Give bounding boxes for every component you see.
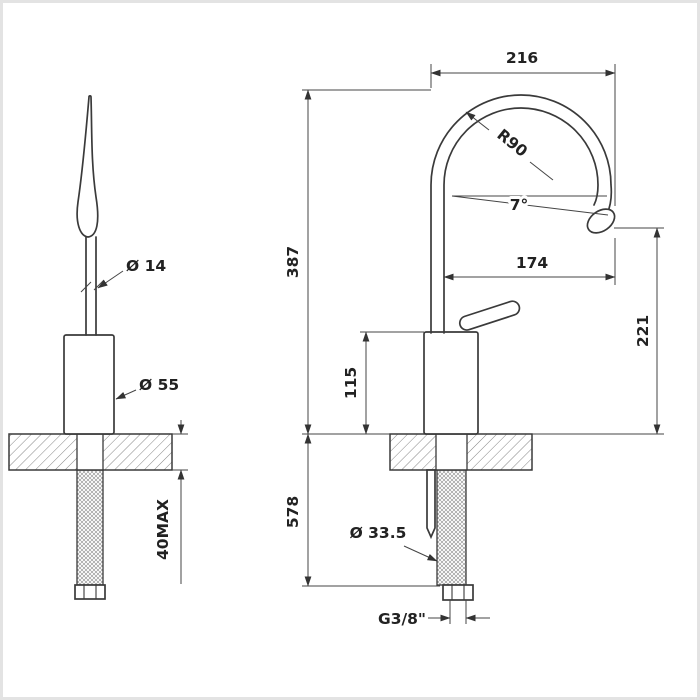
- thread-extension-lines: [449, 600, 467, 624]
- height-extension-lines: [302, 89, 431, 435]
- shank-left: [76, 433, 104, 471]
- supply-hose-left: [76, 469, 104, 586]
- connection-rod: [426, 469, 436, 540]
- lever-front: [76, 95, 99, 238]
- spout-outlet-tip: [586, 208, 616, 234]
- label-body-diameter: Ø 55: [139, 376, 179, 394]
- label-height-above-deck: 387: [284, 246, 302, 278]
- label-bend-radius: R90: [493, 126, 531, 161]
- lever-side: [458, 300, 521, 331]
- label-connection-thread: G3/8": [378, 610, 426, 628]
- label-spout-reach: 174: [516, 254, 549, 272]
- faucet-body-front: [63, 334, 115, 435]
- supply-hose-right: [436, 469, 467, 586]
- hose-nut-flats-left: [83, 585, 97, 599]
- label-spout-diameter: Ø 14: [126, 257, 166, 275]
- dia14-leader: [97, 270, 124, 289]
- label-deck-thickness-max: 40MAX: [154, 499, 172, 560]
- hose-nut-right: [442, 584, 474, 601]
- label-outlet-angle: 7°: [510, 196, 529, 214]
- faucet-body-side: [423, 331, 479, 435]
- dia55-leader: [115, 389, 137, 400]
- spout-outer-edge: [430, 94, 613, 334]
- angle-lines: [451, 195, 609, 216]
- radius-leader-lower: [529, 161, 554, 181]
- label-body-height: 115: [342, 367, 360, 399]
- label-below-deck-length: 578: [284, 496, 302, 528]
- width-extension-lines: [430, 64, 616, 285]
- spout-tube-front: [85, 236, 97, 336]
- base-dia-leader: [403, 545, 438, 562]
- radius-leader-upper: [465, 111, 490, 131]
- label-base-diameter: Ø 33.5: [350, 524, 407, 542]
- side-view: Ø 14 Ø 55 40MAX: [8, 95, 188, 600]
- front-view: 216 R90 7° 174 387 115 221 578 Ø 33.5: [284, 49, 664, 628]
- hose-nut-left: [74, 584, 106, 600]
- label-outlet-height: 221: [634, 315, 652, 347]
- deck-extension-lines: [172, 433, 188, 471]
- hose-nut-flats-right: [451, 585, 465, 600]
- label-overall-width: 216: [506, 49, 538, 67]
- shank-right: [435, 433, 468, 471]
- spout-inner-edge: [443, 107, 599, 334]
